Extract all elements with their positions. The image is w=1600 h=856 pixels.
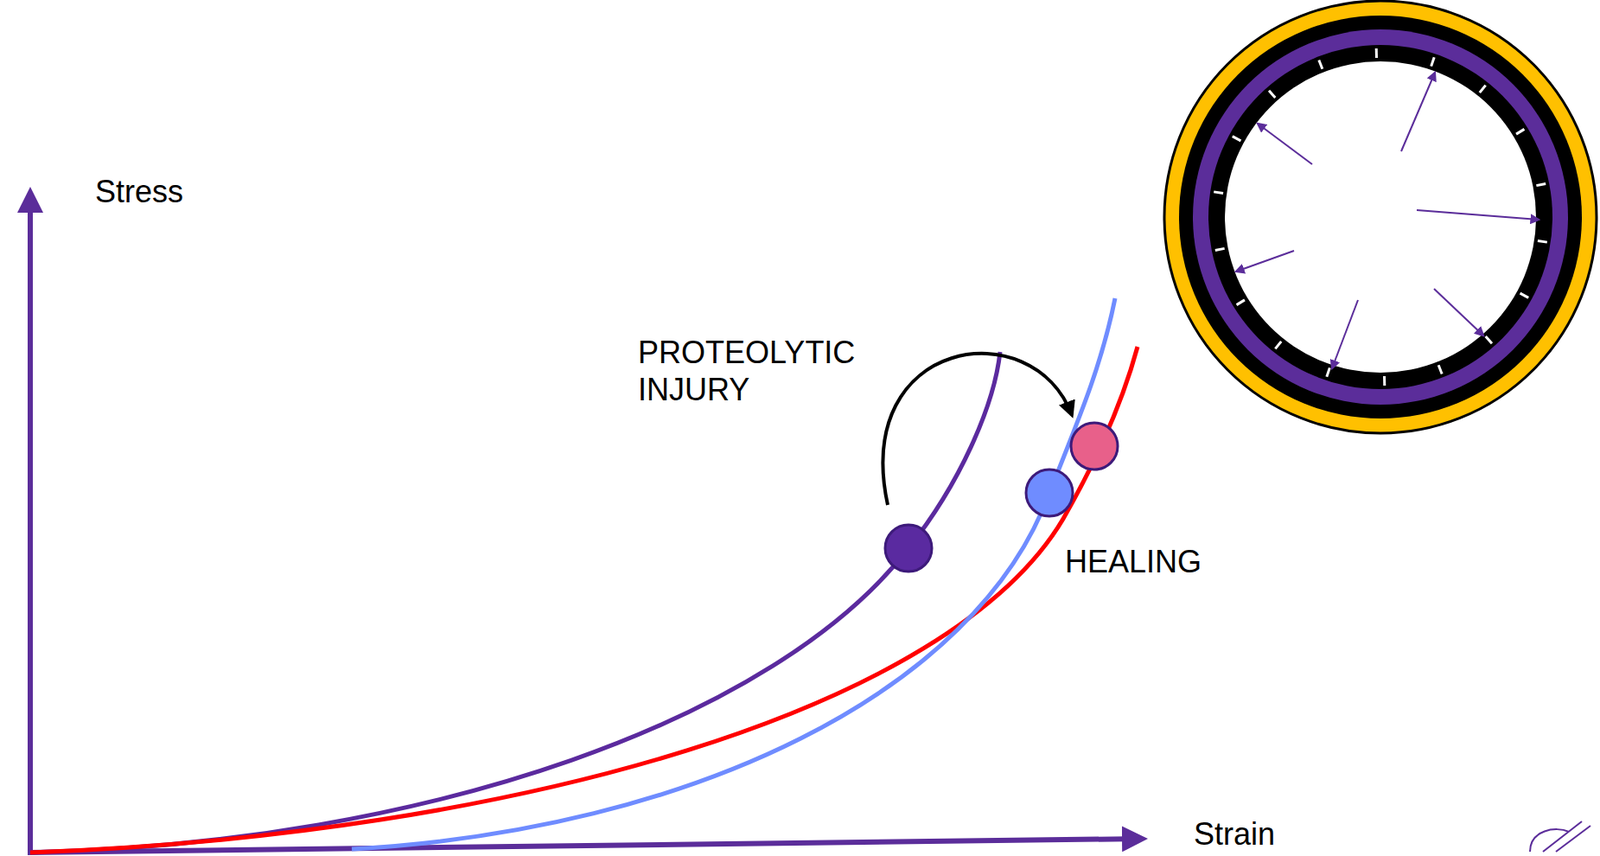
annotation: HEALING [1064, 542, 1202, 581]
state-dot [1026, 469, 1073, 517]
logo-mark [1529, 821, 1591, 852]
healed-curve [30, 346, 1138, 853]
vessel-section [1164, 0, 1597, 434]
normal-curve [30, 351, 1001, 853]
injured-curve [351, 298, 1116, 849]
annotation: PROTEOLYTIC INJURY [637, 333, 846, 408]
axis-label: Strain [1193, 815, 1275, 853]
axis-label: Stress [95, 172, 184, 211]
state-dot [1070, 422, 1118, 470]
transition-arrow [882, 353, 1072, 505]
y-axis [27, 191, 33, 855]
state-dot [885, 524, 932, 572]
